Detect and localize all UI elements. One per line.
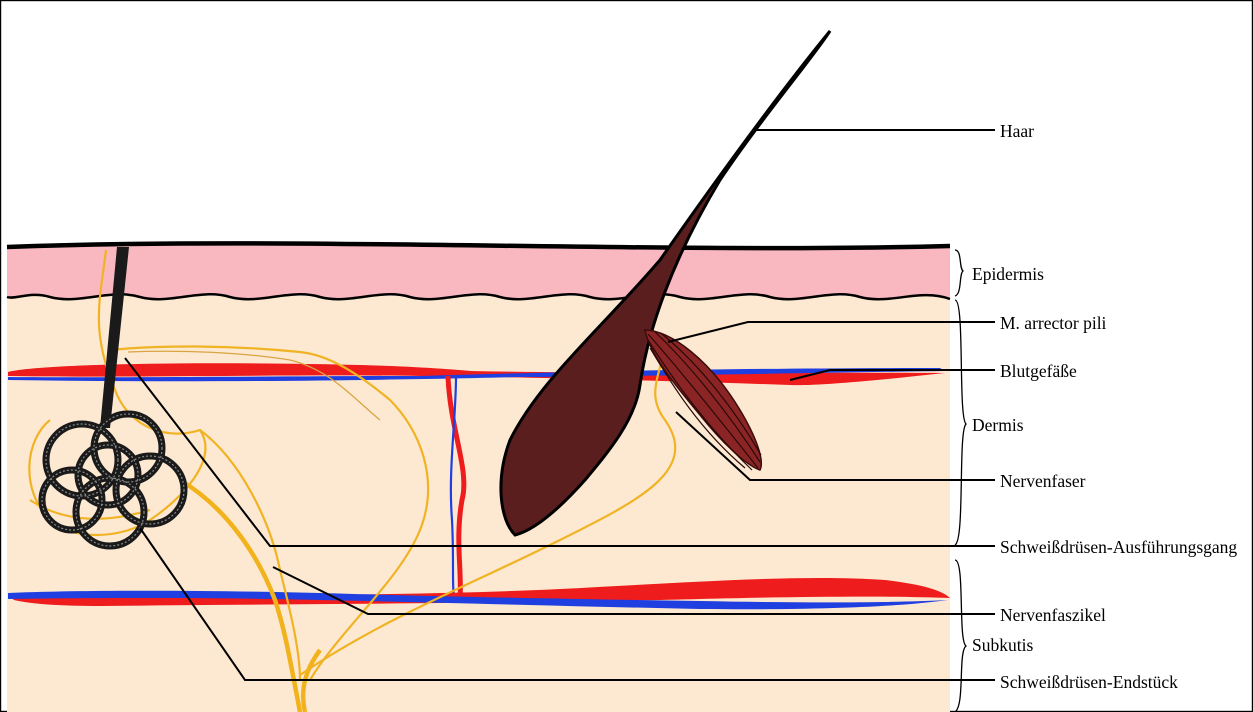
dermis-layer (7, 296, 950, 712)
label-nervenfaser: Nervenfaser (1000, 471, 1086, 491)
label-ausfuehrungsgang: Schweißdrüsen-Ausführungsgang (1000, 537, 1237, 557)
label-haar: Haar (1000, 121, 1034, 141)
brace-subkutis (955, 560, 966, 712)
epidermis-layer (7, 243, 950, 299)
brace-dermis (955, 300, 966, 545)
brace-epidermis (955, 250, 963, 296)
label-blutgefaesse: Blutgefäße (1000, 361, 1077, 381)
label-subkutis: Subkutis (972, 635, 1033, 655)
label-nervenfaszikel: Nervenfaszikel (1000, 605, 1106, 625)
label-endstueck: Schweißdrüsen-Endstück (1000, 672, 1178, 692)
label-dermis: Dermis (972, 415, 1024, 435)
label-epidermis: Epidermis (972, 264, 1044, 284)
label-m-arrector-pili: M. arrector pili (1000, 313, 1107, 333)
